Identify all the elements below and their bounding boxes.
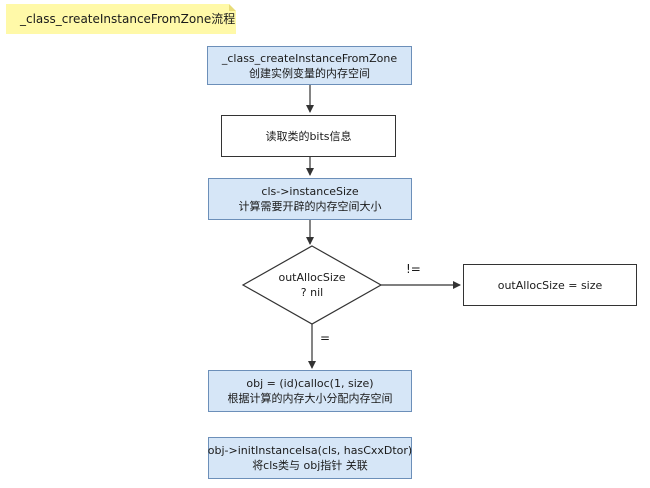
node-line: cls->instanceSize (261, 185, 359, 198)
node-line: outAllocSize (278, 271, 346, 284)
node-line: obj->initInstanceIsa(cls, hasCxxDtor) (207, 444, 413, 457)
note-fold-corner (229, 4, 236, 11)
node-create-instance: _class_createInstanceFromZone 创建实例变量的内存空… (207, 46, 412, 85)
node-assign-size: outAllocSize = size (463, 264, 637, 306)
node-line: _class_createInstanceFromZone (221, 51, 398, 65)
node-decision-text: outAllocSize ? nil (262, 268, 362, 302)
edge-label-not-equal: != (406, 262, 421, 276)
edge-label-equal: = (320, 331, 331, 345)
node-line: 创建实例变量的内存空间 (249, 66, 370, 80)
node-instance-size: cls->instanceSize 计算需要开辟的内存空间大小 (208, 178, 412, 220)
title-note: _class_createInstanceFromZone流程 (6, 4, 236, 34)
node-line: obj = (id)calloc(1, size) (246, 377, 374, 390)
node-line: outAllocSize = size (497, 278, 603, 292)
node-line: 将cls类与 obj指针 关联 (252, 459, 368, 472)
node-line: 读取类的bits信息 (265, 129, 352, 143)
node-line: ? nil (300, 286, 324, 299)
node-line: 计算需要开辟的内存空间大小 (238, 200, 382, 213)
node-calloc: obj = (id)calloc(1, size) 根据计算的内存大小分配内存空… (208, 370, 412, 412)
node-read-bits: 读取类的bits信息 (221, 115, 396, 157)
node-line: 根据计算的内存大小分配内存空间 (227, 392, 393, 405)
node-init-isa: obj->initInstanceIsa(cls, hasCxxDtor) 将c… (208, 437, 412, 479)
title-text: _class_createInstanceFromZone流程 (20, 12, 236, 26)
